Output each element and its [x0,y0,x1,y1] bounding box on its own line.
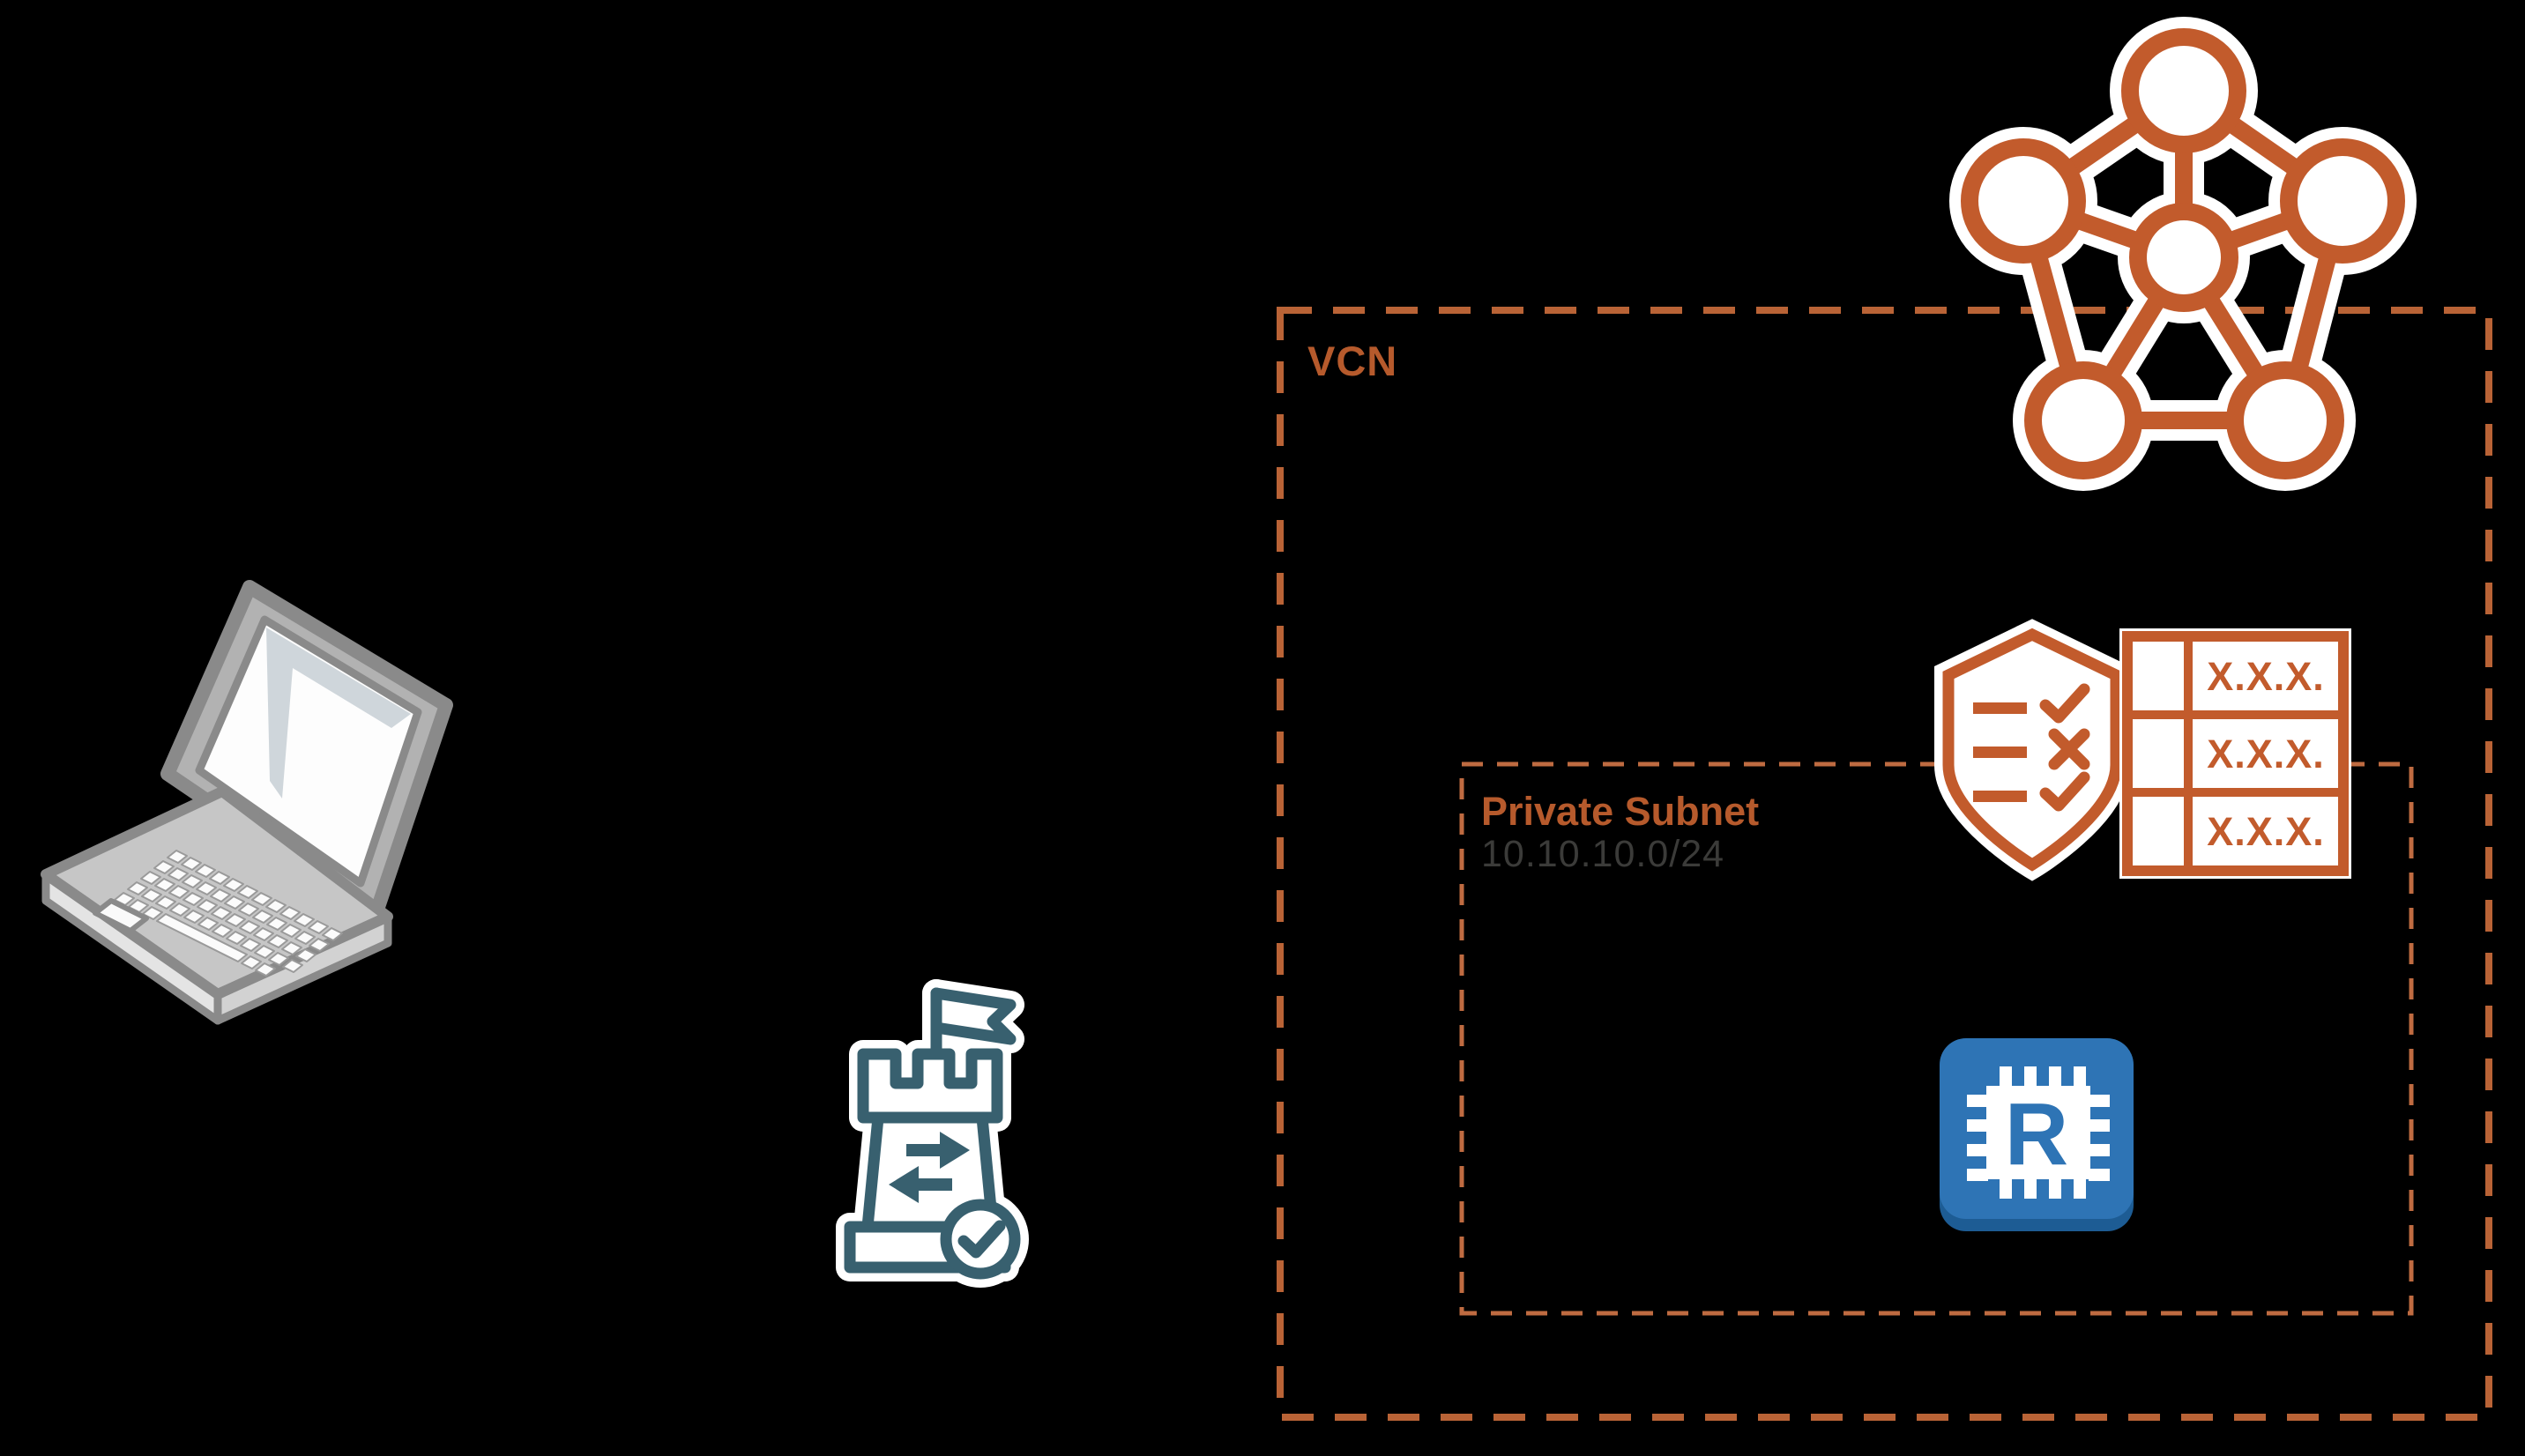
route-table-row-value: X.X.X. [2207,654,2325,699]
subnet-cidr-label: 10.10.10.0/24 [1481,833,1725,875]
rule-line [1973,747,2027,758]
check-badge-icon [957,1220,1006,1259]
vcn-boundary-box [1277,307,2492,1421]
rule-line [1973,702,2027,714]
vcn-label: VCN [1307,338,1398,384]
compute-chip-icon: R [1940,1038,2134,1231]
laptop-touchpad [93,898,149,933]
chip-pins [1967,1066,2110,1199]
check-mark-icon [2039,771,2090,812]
vcn-pentagon-network-icon [1970,37,2396,471]
check-mark-icon [2039,683,2090,724]
security-list-shield-icon [1948,635,2116,865]
rule-line [1973,791,2027,802]
chip-body [1986,1086,2090,1179]
laptop-screen-reflection [266,628,411,799]
laptop-client-icon [41,580,453,1025]
private-subnet-label: Private Subnet [1481,789,1760,834]
laptop-keyboard [114,850,343,977]
route-table-icon: X.X.X. X.X.X. X.X.X. [2119,628,2351,879]
route-table-row-value: X.X.X. [2207,809,2325,854]
x-mark-icon [2048,728,2090,770]
route-table-row-value: X.X.X. [2207,732,2325,776]
bastion-tower-check-icon [850,993,1015,1274]
route-table-border [2122,631,2349,876]
chip-letter: R [2005,1085,2068,1184]
arrow-left-icon [889,1166,952,1203]
arrow-right-icon [906,1132,970,1169]
